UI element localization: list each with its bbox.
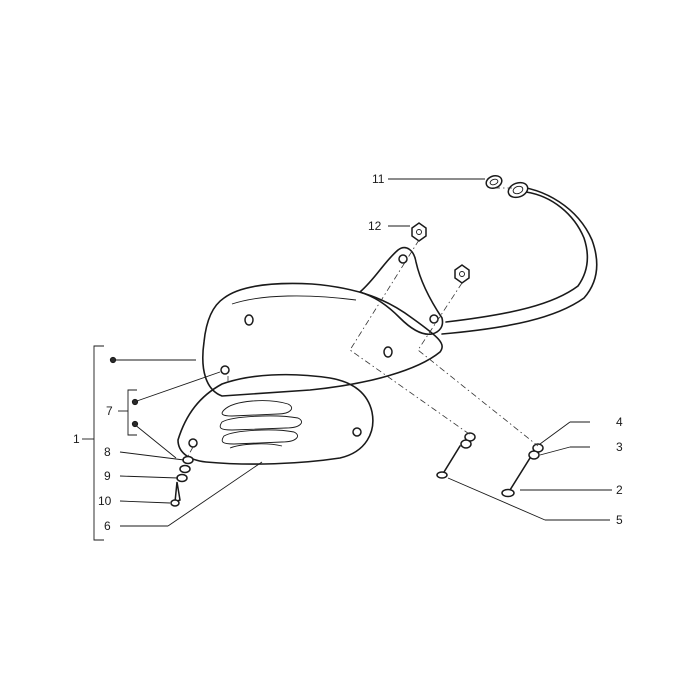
callout-8: 8 [104, 445, 111, 459]
callout-5: 5 [616, 513, 623, 527]
callout-6: 6 [104, 519, 111, 533]
callout-1: 1 [73, 432, 80, 446]
group-bracket-7 [118, 389, 139, 436]
callout-12: 12 [368, 219, 382, 233]
callout-9: 9 [104, 469, 111, 483]
exhaust-pipe [441, 181, 598, 335]
silencer-body [202, 246, 444, 397]
heat-shield-screw-stack [170, 455, 194, 507]
assembly-lines [187, 187, 539, 457]
silencer-mount-hardware [436, 432, 544, 498]
callout-10: 10 [98, 494, 112, 508]
leader-lines [113, 178, 612, 527]
callout-2: 2 [616, 483, 623, 497]
callout-3: 3 [616, 440, 623, 454]
callout-4: 4 [616, 415, 623, 429]
nut-12-pair [411, 222, 470, 284]
callout-7: 7 [106, 404, 113, 418]
callout-labels: 11 12 1 7 8 9 10 6 4 3 2 5 [73, 172, 623, 533]
callout-11: 11 [372, 172, 385, 186]
heat-shield [177, 365, 374, 465]
group-bracket-1 [82, 345, 117, 541]
